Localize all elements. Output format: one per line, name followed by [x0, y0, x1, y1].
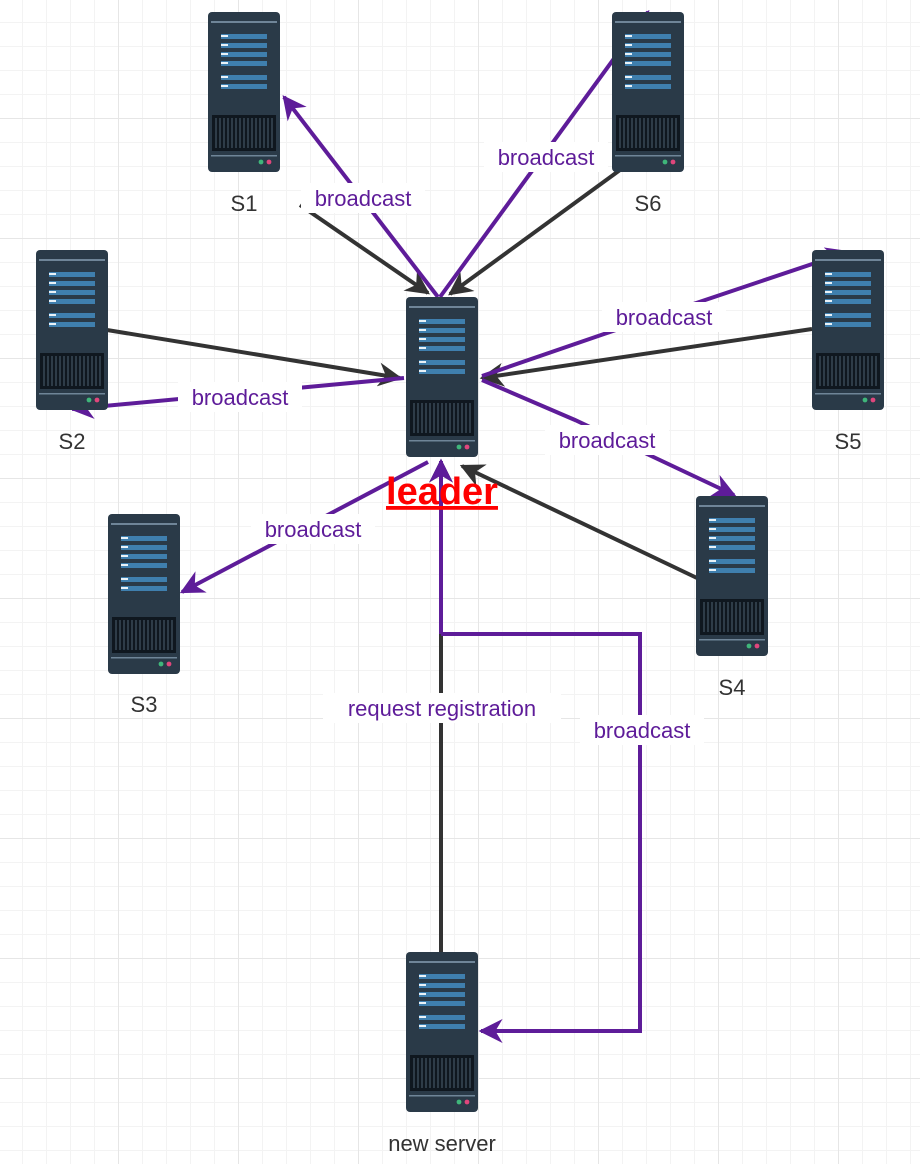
server-icon [36, 250, 108, 410]
link-s5-leader [479, 327, 813, 387]
edge-label-broadcast-s1: broadcast [315, 186, 412, 211]
edge-label-request-registration: request registration [348, 696, 536, 721]
edge-label-broadcast-s2: broadcast [192, 385, 289, 410]
server-icon [406, 952, 478, 1112]
node-label-s2: S2 [59, 429, 86, 454]
server-s5 [812, 250, 884, 410]
server-icon [612, 12, 684, 172]
broadcast-to-s5 [481, 247, 851, 378]
edge-label-broadcast-s6: broadcast [498, 145, 595, 170]
server-s3 [108, 514, 180, 674]
link-s6-leader [448, 168, 622, 296]
node-label-s4: S4 [719, 675, 746, 700]
server-icon [696, 496, 768, 656]
node-label-s5: S5 [835, 429, 862, 454]
server-new [406, 952, 478, 1112]
server-icon [208, 12, 280, 172]
server-s6 [612, 12, 684, 172]
server-icon [812, 250, 884, 410]
server-s4 [696, 496, 768, 656]
node-label-s6: S6 [635, 191, 662, 216]
node-label-leader: leader [386, 471, 498, 513]
broadcast-to-new-server [441, 632, 642, 1043]
link-s2-leader [106, 328, 403, 387]
broadcast-to-s4 [481, 378, 737, 497]
edge-label-backgrounds [178, 142, 726, 745]
node-label-s3: S3 [131, 692, 158, 717]
server-s2 [36, 250, 108, 410]
server-s1 [208, 12, 280, 172]
link-s1-leader [298, 203, 430, 295]
server-icon [108, 514, 180, 674]
edge-label-broadcast-new-server: broadcast [594, 718, 691, 743]
node-label-s1: S1 [231, 191, 258, 216]
server-leader [406, 297, 478, 457]
edge-label-broadcast-s3: broadcast [265, 517, 362, 542]
edge-label-broadcast-s4: broadcast [559, 428, 656, 453]
edge-label-broadcast-s5: broadcast [616, 305, 713, 330]
node-label-new-server: new server [388, 1131, 496, 1156]
server-icon [406, 297, 478, 457]
link-s4-leader [459, 464, 698, 580]
